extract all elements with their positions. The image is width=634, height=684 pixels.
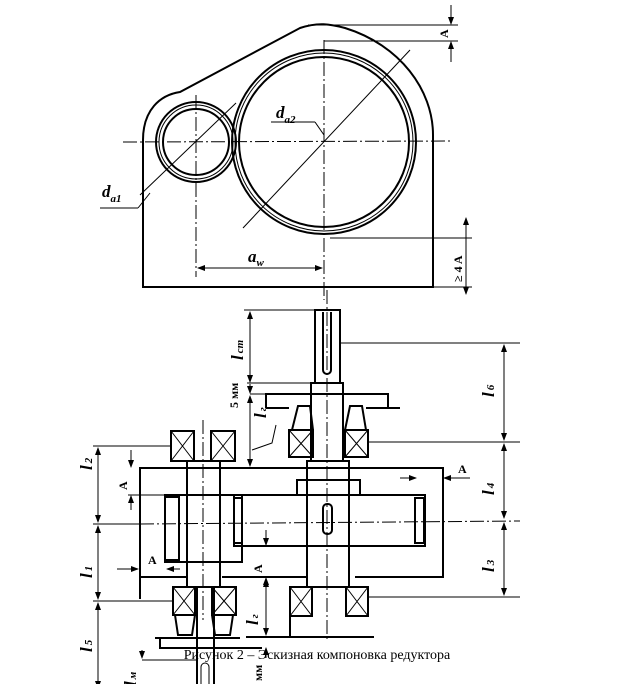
pinion-gear — [164, 494, 243, 563]
input-seal — [174, 614, 234, 636]
label-A-pinion: A — [148, 553, 157, 567]
label-lm: lм — [121, 671, 140, 684]
output-lower-cover — [246, 616, 374, 638]
wheel-key-slot — [322, 503, 333, 535]
output-bearing-lower-left — [289, 586, 313, 617]
label-l6: l6 — [479, 384, 498, 397]
label-l3: l3 — [479, 559, 498, 572]
label-da1: da1 — [102, 182, 122, 205]
output-bearing-lower-right — [345, 586, 369, 617]
label-5mm-bottom: 5 мм — [251, 665, 265, 684]
label-A-right: A — [458, 462, 467, 476]
top-view: da2 da1 aw A ≥ 4 A — [100, 5, 472, 300]
input-key-slot — [200, 662, 210, 684]
figure-caption: Рисунок 2 – Эскизная компоновка редуктор… — [183, 648, 451, 663]
input-cover — [155, 637, 262, 649]
output-shaft-dimensions: lст 5 мм lг — [227, 309, 315, 467]
left-dimensions: l2 l1 l5 A A A lг lм 5 мм 5 — [77, 445, 269, 684]
wheel-rim-left — [233, 497, 243, 544]
da1-leader-tick — [137, 192, 151, 209]
label-A-top: A — [437, 29, 451, 38]
label-l4: l4 — [479, 482, 498, 495]
label-l2: l2 — [77, 457, 96, 470]
horizontal-centerline — [122, 140, 453, 143]
input-bearing-upper-left — [170, 430, 195, 462]
input-bearing-lower-right — [211, 586, 237, 616]
right-dimensions: l6 l4 l3 A — [340, 342, 520, 598]
label-da2: da2 — [276, 103, 296, 126]
output-seal — [291, 405, 367, 431]
wheel-hub-collar — [296, 479, 361, 496]
label-A-wheel: A — [251, 564, 265, 573]
input-bearing-lower-left — [172, 586, 196, 616]
label-5mm-top: 5 мм — [227, 383, 241, 408]
label-aw: aw — [248, 247, 265, 269]
gear-centerline — [139, 520, 521, 525]
label-l1: l1 — [77, 566, 96, 578]
da1-dimension-line — [139, 102, 237, 196]
label-A-left: A — [116, 481, 130, 490]
label-l5: l5 — [77, 639, 96, 652]
label-lg-upper: lг — [251, 407, 270, 418]
input-shaft-end — [196, 586, 215, 684]
da2-dimension-line — [242, 49, 411, 229]
label-ge-4A: ≥ 4 A — [451, 255, 465, 282]
output-bearing-upper-left — [288, 429, 314, 458]
label-lst: lст — [228, 339, 247, 360]
pinion-rim — [164, 496, 180, 561]
housing-inner-wall — [139, 467, 444, 599]
wheel-rim-right — [414, 497, 425, 544]
da2-leader-tick — [314, 121, 325, 136]
wheel-hub — [306, 460, 350, 588]
gear-wheel — [233, 494, 426, 547]
housing-outline — [142, 23, 434, 288]
output-bearing-cover — [265, 393, 400, 409]
input-bearing-upper-right — [210, 430, 236, 462]
label-lg-lower: lг — [243, 614, 262, 625]
section-view: l6 l4 l3 A l2 l1 l5 A A — [77, 290, 521, 684]
output-bearing-upper-right — [344, 429, 369, 458]
